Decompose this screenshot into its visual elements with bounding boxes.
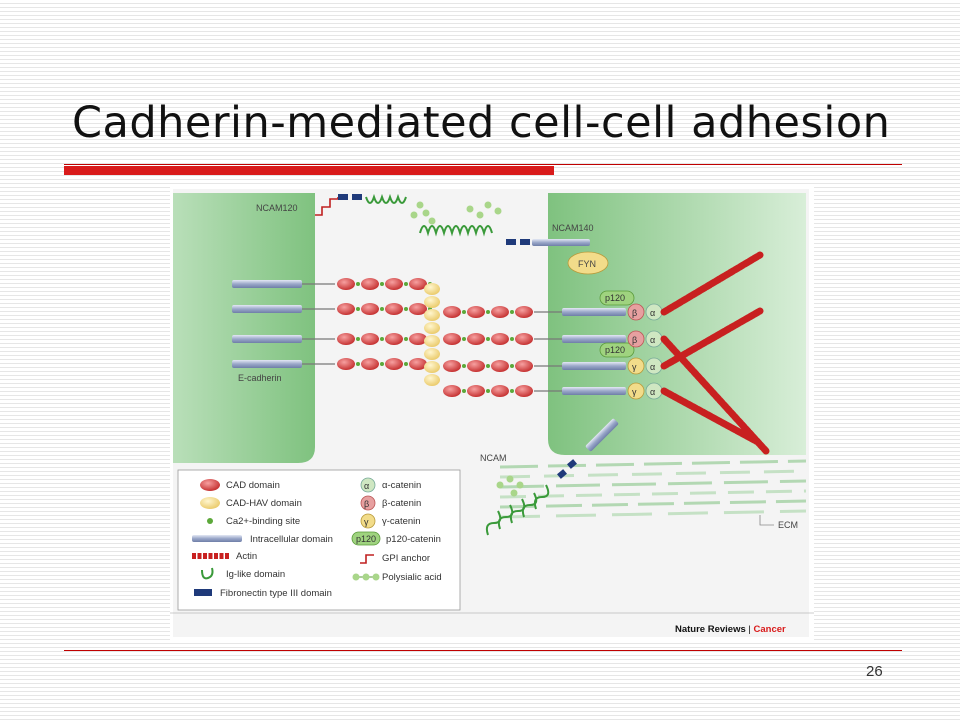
ig-like-ncam: [485, 484, 550, 536]
ig-like-domain-icon: [201, 567, 214, 580]
svg-text:γ: γ: [632, 387, 637, 397]
svg-text:α: α: [650, 308, 655, 318]
svg-text:Ig-like domain: Ig-like domain: [226, 569, 285, 580]
svg-text:γ: γ: [364, 517, 369, 527]
p120-catenin-2: p120: [599, 342, 635, 358]
ncam120-label: NCAM120: [256, 203, 298, 213]
cad-hav-domain-icon: [200, 497, 220, 509]
svg-text:α: α: [650, 335, 655, 345]
page-number: 26: [866, 663, 883, 680]
svg-text:γ-catenin: γ-catenin: [382, 516, 421, 527]
fyn-label: FYN: [578, 259, 596, 269]
catenin-row-3: γ α: [627, 357, 663, 375]
catenin-row-1: β α: [627, 303, 663, 321]
right-cad-chains: [443, 306, 533, 397]
svg-text:p120-catenin: p120-catenin: [386, 534, 441, 545]
svg-text:p120: p120: [605, 345, 625, 355]
svg-text:Intracellular domain: Intracellular domain: [250, 534, 333, 545]
left-cadherin-intracellular: [232, 280, 335, 368]
ig-like-ncam140: [419, 225, 493, 237]
svg-text:p120: p120: [605, 293, 625, 303]
svg-text:α: α: [364, 481, 369, 491]
intracellular-domain-icon: [192, 535, 242, 542]
fibronectin-domain-icon: [194, 589, 212, 596]
alpha-catenin-icon: [360, 477, 376, 493]
ncam-label: NCAM: [480, 453, 507, 463]
ncam140-label: NCAM140: [552, 223, 594, 233]
svg-text:β-catenin: β-catenin: [382, 498, 421, 509]
svg-text:Ca2+-binding site: Ca2+-binding site: [226, 516, 300, 527]
svg-text:β: β: [632, 335, 637, 345]
svg-text:CAD-HAV domain: CAD-HAV domain: [226, 498, 302, 509]
polysialic-acid-icon: [352, 573, 380, 581]
ca-binding-site-icon: [207, 518, 213, 524]
catenin-row-2: β α: [627, 330, 663, 348]
svg-text:γ: γ: [632, 362, 637, 372]
title-rule-thin: [64, 164, 902, 165]
left-cad-chains: [337, 278, 432, 370]
gpi-anchor-icon: [360, 554, 374, 564]
svg-text:Polysialic acid: Polysialic acid: [382, 572, 442, 583]
svg-text:Fibronectin type III domain: Fibronectin type III domain: [220, 588, 332, 599]
p120-catenin-1: p120: [599, 290, 635, 306]
gamma-catenin-icon: [360, 513, 376, 529]
p120-catenin-icon: [351, 531, 381, 546]
svg-text:GPI anchor: GPI anchor: [382, 553, 430, 564]
slide-title: Cadherin-mediated cell-cell adhesion: [72, 98, 891, 148]
right-cadherin-intracellular: [534, 308, 626, 395]
figure-credit: Nature Reviews | Cancer: [675, 624, 786, 635]
cad-domain-icon: [200, 479, 220, 491]
actin-filaments: [660, 251, 770, 455]
footer-rule: [64, 650, 902, 651]
ig-like-ncam120: [365, 193, 407, 204]
ecm-stripes: [499, 459, 807, 519]
left-cell: [173, 193, 315, 463]
e-cadherin-label: E-cadherin: [238, 373, 282, 383]
svg-text:α: α: [650, 387, 655, 397]
svg-text:Actin: Actin: [236, 551, 257, 562]
svg-text:β: β: [632, 308, 637, 318]
cad-hav-column: [424, 283, 440, 386]
ecm-label: ECM: [778, 520, 798, 530]
svg-text:β: β: [364, 499, 369, 509]
legend-left: CAD domain CAD-HAV domain Ca2+-binding s…: [192, 479, 333, 599]
title-rule-thick: [64, 166, 554, 175]
fyn-kinase: [567, 251, 609, 275]
catenin-row-4: γ α: [627, 382, 663, 400]
svg-text:CAD domain: CAD domain: [226, 480, 280, 491]
svg-text:α-catenin: α-catenin: [382, 480, 421, 491]
svg-text:α: α: [650, 362, 655, 372]
beta-catenin-icon: [360, 495, 376, 511]
svg-text:p120: p120: [356, 534, 376, 544]
ncam140-intracellular: [532, 239, 590, 246]
cadherin-adhesion-diagram: NCAM120 NCAM140 FYN E-cadherin: [170, 185, 814, 640]
legend-right: α α-catenin β β-catenin γ γ-catenin p120…: [351, 477, 442, 583]
ncam-intracellular: [585, 418, 619, 452]
